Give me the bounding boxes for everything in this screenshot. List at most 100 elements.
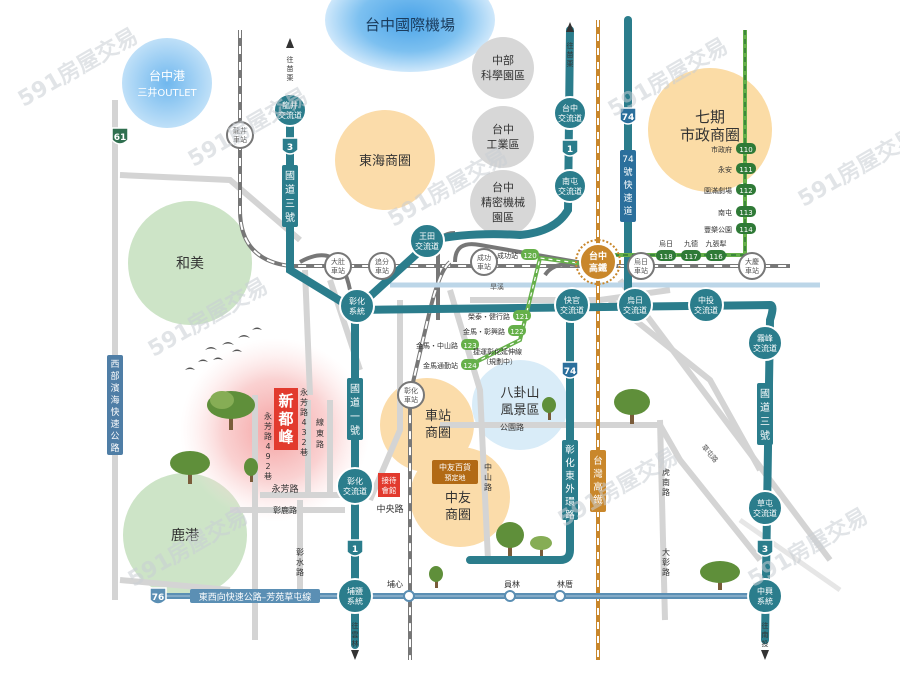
shield-74-icon: 74	[619, 107, 637, 125]
interchange-longjing[interactable]: 龍井交流道	[273, 93, 307, 127]
tree-icon	[429, 566, 443, 588]
metro-chip-code: 120	[523, 252, 536, 260]
station-longjing[interactable]: 龍井車站	[226, 121, 254, 149]
project-marker[interactable]: 新都峰	[274, 388, 298, 450]
shield-1-south-label: 1	[352, 545, 358, 555]
svg-text:員林: 員林	[504, 579, 520, 589]
svg-text:成功車站: 成功車站	[477, 253, 491, 271]
svg-text:中友百貨: 中友百貨	[439, 462, 471, 472]
svg-text:草屯交流道: 草屯交流道	[753, 498, 777, 518]
west-coast-label: 西部濱海快速公路	[110, 359, 119, 454]
freeway1-changhua-label: 國道一號	[350, 383, 360, 437]
svg-text:王田交流道: 王田交流道	[415, 232, 439, 251]
dir-miaoli-right: 往苗栗	[567, 41, 574, 68]
svg-text:113: 113	[739, 209, 752, 217]
interchange-kuaiguan[interactable]: 快官交流道	[554, 287, 590, 323]
freeway3-south-label: 國道三號	[760, 388, 770, 442]
svg-text:烏日: 烏日	[659, 239, 673, 248]
station-changhua[interactable]: 彰化車站	[397, 381, 425, 409]
interchange-wuri[interactable]: 烏日交流道	[617, 287, 653, 323]
baguashan-label-1: 八卦山	[500, 386, 539, 401]
svg-text:快官交流道: 快官交流道	[560, 295, 584, 315]
shield-61-label: 61	[114, 133, 127, 143]
shield-3-north-icon: 3	[281, 137, 299, 155]
interchange-caotun[interactable]: 草屯交流道	[747, 490, 783, 526]
svg-text:會館: 會館	[382, 485, 397, 495]
shield-1-south-icon: 1	[346, 539, 364, 557]
precision-label-3: 園區	[492, 211, 514, 224]
donghai-zone	[335, 110, 435, 210]
metro-extension-note: （規劃中）	[482, 357, 517, 366]
shield-3-south-icon: 3	[756, 539, 774, 557]
road-hunan: 虎南路	[662, 467, 670, 497]
svg-text:大慶車站: 大慶車站	[745, 257, 759, 275]
station-area-label-1: 車站	[425, 409, 451, 424]
shield-61-icon: 61	[111, 127, 129, 145]
tree-icon	[170, 451, 210, 484]
science-park-label-2: 科學園區	[481, 68, 525, 82]
station-wuri[interactable]: 烏日車站	[627, 252, 655, 280]
river-label: 旱溪	[490, 282, 504, 291]
interchange-nantun[interactable]: 南屯交流道	[553, 169, 587, 203]
qiqi-label-1: 七期	[695, 108, 725, 126]
shield-74-south-label: 74	[564, 367, 577, 377]
interchange-zhongxing[interactable]: 中興系統	[747, 578, 783, 614]
road-zhongshan: 中山路	[484, 462, 492, 492]
station-chenggong[interactable]: 成功車站	[470, 248, 498, 276]
hemei-zone	[128, 201, 252, 325]
expressway76-label: 東西向快速公路–芳苑草屯線	[199, 591, 312, 603]
svg-text:大肚車站: 大肚車站	[331, 257, 345, 275]
industrial-zone	[472, 106, 534, 168]
interchange-puyan[interactable]: 埔鹽系統	[337, 578, 373, 614]
interchange-zhongtou[interactable]: 中投交流道	[688, 287, 724, 323]
svg-text:九德: 九德	[684, 239, 698, 248]
dir-nantou: 往南投	[762, 621, 769, 648]
metro-chip-name: 榮泰・健行路	[468, 312, 510, 321]
road-yongfang: 永芳路	[271, 483, 298, 495]
interchange-wufeng[interactable]: 霧峰交流道	[747, 325, 783, 361]
station-dadu[interactable]: 大肚車站	[324, 252, 352, 280]
interchange-taichung[interactable]: 台中交流道	[553, 96, 587, 130]
freeway1-changhua-label-box: 國道一號	[347, 378, 363, 440]
expressway76-label-box: 東西向快速公路–芳苑草屯線	[190, 589, 320, 603]
outlet-label: 三井OUTLET	[137, 86, 197, 99]
metro-chip	[461, 339, 479, 350]
changhua-east-ring-label-box: 彰化東外環路	[562, 440, 578, 521]
svg-text:豐樂公園: 豐樂公園	[704, 225, 732, 234]
svg-text:110: 110	[739, 146, 752, 154]
svg-text:彰化系統: 彰化系統	[349, 296, 365, 316]
zhongyou-store-box: 中友百貨 預定地	[432, 460, 478, 484]
arrow-down-right-icon	[761, 650, 769, 660]
qiqi-label-2: 市政商圈	[680, 126, 740, 144]
road-caotun: 草屯路	[700, 442, 720, 464]
metro-chip	[521, 249, 539, 260]
tree-icon	[207, 391, 255, 430]
shield-1-north-label: 1	[567, 145, 573, 155]
metro-extension-stations: 120成功站121榮泰・健行路122金馬・彰興路123金馬・中山路124金馬通勤…	[416, 249, 539, 370]
svg-text:台中交流道: 台中交流道	[558, 103, 582, 123]
baguashan-label-2: 風景區	[500, 403, 539, 418]
metro-chip-code: 122	[510, 328, 523, 336]
interchange-changhua-sys[interactable]: 彰化系統	[339, 288, 375, 324]
interchange-wangtian[interactable]: 王田交流道	[409, 223, 445, 259]
science-park-zone	[472, 37, 534, 99]
tree-icon	[700, 561, 740, 590]
reception-box[interactable]: 接待 會館	[378, 473, 400, 497]
station-taichung-hsr[interactable]: 台中高鐵	[575, 239, 621, 285]
station-daqing[interactable]: 大慶車站	[738, 252, 766, 280]
shield-74-south-icon: 74	[561, 361, 579, 379]
svg-text:112: 112	[739, 187, 752, 195]
zhongyou-label-2: 商圈	[445, 508, 471, 523]
svg-text:烏日交流道: 烏日交流道	[623, 295, 647, 315]
station-zhuifen[interactable]: 追分車站	[368, 252, 396, 280]
road-changshui: 彰水路	[296, 547, 304, 577]
interchange-changhua[interactable]: 彰化交流道	[336, 467, 374, 505]
metro-chip	[461, 359, 479, 370]
shield-3-south-label: 3	[762, 545, 768, 555]
industrial-label-2: 工業區	[487, 138, 520, 151]
changhua-east-ring-label: 彰化東外環路	[565, 444, 575, 521]
svg-text:中投交流道: 中投交流道	[694, 295, 718, 315]
stop-pixin: 埔心	[387, 579, 415, 602]
